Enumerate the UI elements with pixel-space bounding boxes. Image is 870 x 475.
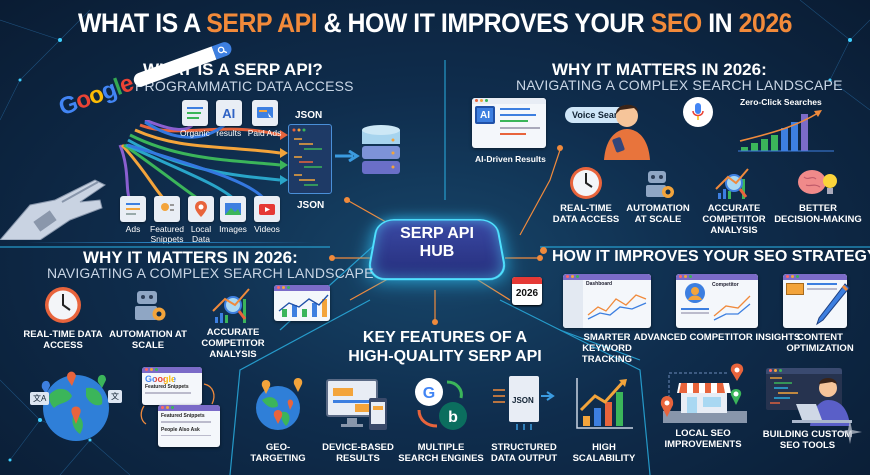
tile-paid-ads: Paid Ads: [248, 100, 281, 138]
section-divider: [25, 242, 315, 243]
ai-driven-results-card: AI: [472, 98, 546, 148]
cycle-arrows-icon: [140, 383, 215, 425]
organic-results-icon: [181, 100, 208, 126]
what-is-subheading: PROGRAMMATIC DATA ACCESS: [135, 78, 354, 94]
dashboard-icon: Dashboard: [563, 274, 651, 328]
hub-label: SERP API HUB: [400, 225, 474, 260]
feature-geo-targeting: GEO-TARGETING: [238, 376, 318, 464]
search-icon[interactable]: [211, 40, 234, 60]
zero-click-label: Zero-Click Searches: [740, 97, 822, 107]
images-icon: [220, 196, 246, 222]
improve-competitor-insights: Competitor ADVANCED COMPETITOR INSIGHTS: [634, 274, 800, 365]
improves-items: Dashboard SMARTER KEYWORD TRACKING Compe…: [563, 274, 857, 365]
featured-snippets-icon: [154, 196, 180, 222]
search-engines-icon: Gb: [415, 378, 467, 430]
json-document-icon: [288, 124, 332, 194]
page-title: WHAT IS A SERP API & HOW IT IMPROVES YOU…: [77, 8, 793, 38]
robot-icon: [646, 171, 674, 198]
analytics-card: [274, 285, 330, 321]
why-matters-left-items: REAL-TIME DATA ACCESS AUTOMATION AT SCAL…: [18, 285, 278, 360]
improve-local-seo: LOCAL SEO IMPROVEMENTS: [653, 363, 753, 450]
item-real-time-left: REAL-TIME DATA ACCESS: [18, 285, 108, 360]
feature-device-based: DEVICE-BASED RESULTS: [318, 376, 398, 464]
sparkle-icon: [838, 420, 862, 444]
globe-pins-icon: [41, 371, 109, 441]
tile-images: Images: [218, 196, 248, 234]
item-decision-making: BETTER DECISION-MAKING: [774, 165, 862, 236]
svg-text:b: b: [448, 409, 458, 426]
serp-card-google: Google Featured Snippets: [142, 367, 202, 405]
ai-icon: AI: [475, 106, 495, 124]
google-logo-small: Google: [145, 374, 199, 384]
feature-structured-data: JSON STRUCTURED DATA OUTPUT: [484, 376, 564, 464]
analysis-chart-icon: [715, 168, 749, 199]
tile-organic: Organic: [180, 100, 210, 138]
brain-bulb-icon: [798, 170, 837, 194]
arrow-right-icon: [335, 150, 360, 162]
growth-chart-icon: [576, 378, 633, 429]
google-search-bar: Google: [55, 34, 235, 122]
microphone-icon: [683, 97, 713, 127]
competitor-icon: Competitor: [676, 274, 758, 328]
item-competitor-left: ACCURATE COMPETITOR ANALYSIS: [188, 285, 278, 360]
why-matters-top-items: REAL-TIME DATA ACCESS AUTOMATION AT SCAL…: [550, 165, 862, 236]
key-features-heading: KEY FEATURES OF A HIGH-QUALITY SERP API: [348, 329, 542, 365]
translate-icon-left: 文A: [30, 392, 50, 405]
why-matters-left-subheading: NAVIGATING A COMPLEX SEARCH LANDSCAPE: [47, 265, 374, 281]
item-real-time: REAL-TIME DATA ACCESS: [550, 165, 622, 236]
local-store-icon: [660, 363, 747, 423]
avatar-icon: [685, 283, 705, 303]
json-label-top: JSON: [295, 110, 323, 121]
improves-heading: HOW IT IMPROVES YOUR SEO STRATEGY: [552, 248, 870, 265]
improve-custom-tools: BUILDING CUSTOM SEO TOOLS: [755, 368, 860, 451]
devices-icon: [326, 379, 387, 430]
tile-local-data: Local Data: [188, 196, 214, 244]
ads-icon: [120, 196, 146, 222]
zero-click-bar-chart: [738, 110, 834, 152]
robot-icon: [135, 291, 166, 321]
calendar-icon: 2026: [512, 277, 542, 305]
clock-icon: [570, 167, 602, 199]
globe-pins-icon: [256, 378, 303, 430]
why-matters-left-heading: WHY IT MATTERS IN 2026:: [83, 248, 298, 267]
why-matters-top-heading: WHY IT MATTERS IN 2026:: [552, 60, 767, 79]
item-competitor-analysis: ACCURATE COMPETITOR ANALYSIS: [694, 165, 774, 236]
database-icon: [362, 125, 400, 174]
serp-card-snippets: Featured Snippets People Also Ask: [158, 405, 220, 447]
tile-ads: Ads: [120, 196, 146, 234]
why-matters-top-subheading: NAVIGATING A COMPLEX SEARCH LANDSCAPE: [516, 77, 843, 93]
json-file-icon: JSON: [491, 376, 557, 432]
improve-content-optimization: CONTENT OPTIMIZATION: [783, 274, 857, 365]
clock-icon: [45, 287, 81, 323]
ai-results-icon: AI: [215, 100, 242, 126]
section-bullet: [540, 247, 547, 254]
bottom-result-tiles: Ads Featured Snippets Local Data Images …: [120, 196, 282, 244]
item-automation: AUTOMATION AT SCALE: [622, 165, 694, 236]
tile-ai-results: AI results: [215, 100, 242, 138]
local-data-icon: [188, 196, 214, 222]
svg-text:G: G: [423, 385, 435, 402]
top-result-tiles: Organic AI results Paid Ads: [180, 100, 281, 138]
analysis-chart-icon: [212, 288, 250, 323]
paid-ads-icon: [251, 100, 278, 126]
translate-icon-right: 文: [108, 390, 122, 403]
robot-hand-icon: [0, 179, 106, 240]
tile-featured-snippets: Featured Snippets: [150, 196, 184, 244]
ai-driven-results-label: AI-Driven Results: [475, 154, 546, 164]
improve-keyword-tracking: Dashboard SMARTER KEYWORD TRACKING: [563, 274, 651, 365]
videos-icon: [254, 196, 280, 222]
json-label-bottom: JSON: [297, 200, 325, 211]
item-automation-left: AUTOMATION AT SCALE: [108, 285, 188, 360]
developer-icon: [764, 368, 852, 426]
feature-high-scalability: HIGH SCALABILITY: [564, 376, 644, 464]
tile-videos: Videos: [252, 196, 282, 234]
person-phone-icon: [604, 104, 650, 160]
